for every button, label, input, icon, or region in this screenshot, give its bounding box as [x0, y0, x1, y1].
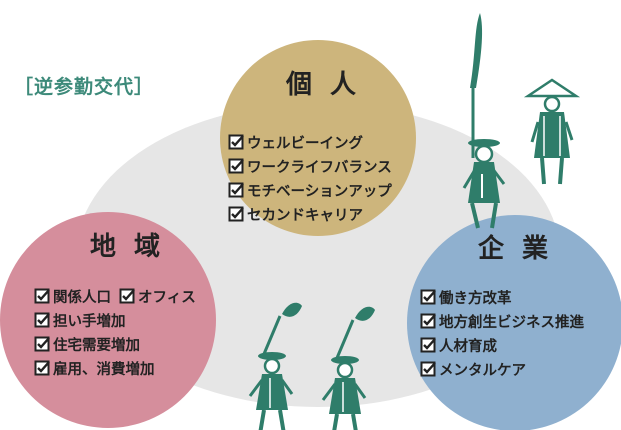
individual-title: 個人 [286, 70, 375, 100]
checkbox-icon [420, 361, 436, 377]
individual-circle [220, 40, 416, 236]
list-item: 働き方改革 [420, 285, 584, 309]
list-item: 担い手増加 [34, 308, 196, 332]
checkbox-icon [420, 289, 436, 305]
company-circle [407, 215, 621, 430]
checkbox-icon [420, 313, 436, 329]
checkbox-icon [34, 288, 50, 304]
list-item: メンタルケア [420, 357, 584, 381]
checkbox-icon [34, 336, 50, 352]
list-item: ワークライフバランス [228, 154, 392, 178]
list-item: セカンドキャリア [228, 202, 392, 226]
individual-list: ウェルビーイング ワークライフバランス モチベーションアップ セカンドキャリア [228, 130, 392, 226]
region-list: 関係人口 オフィス 担い手増加 住宅需要増加 雇用、消費増加 [34, 284, 196, 380]
checkbox-icon [119, 288, 135, 304]
list-item: 雇用、消費増加 [34, 356, 196, 380]
list-item: 住宅需要増加 [34, 332, 196, 356]
region-circle [0, 212, 216, 428]
list-item: 人材育成 [420, 333, 584, 357]
list-item: モチベーションアップ [228, 178, 392, 202]
checkbox-icon [34, 312, 50, 328]
company-list: 働き方改革 地方創生ビジネス推進 人材育成 メンタルケア [420, 285, 584, 381]
checkbox-icon [228, 158, 244, 174]
list-item: 関係人口 オフィス [34, 284, 196, 308]
reverse-sankin-kotai-label: ［逆参勤交代］ [14, 76, 155, 98]
checkbox-icon [228, 182, 244, 198]
checkbox-icon [228, 206, 244, 222]
checkbox-icon [34, 360, 50, 376]
samurai-figure-icon [526, 78, 578, 186]
checkbox-icon [420, 337, 436, 353]
list-item: 地方創生ビジネス推進 [420, 309, 584, 333]
list-item: ウェルビーイング [228, 130, 392, 154]
checkbox-icon [228, 134, 244, 150]
company-title: 企業 [478, 234, 567, 264]
region-title: 地域 [90, 232, 179, 262]
samurai-figure-icon [462, 11, 506, 230]
